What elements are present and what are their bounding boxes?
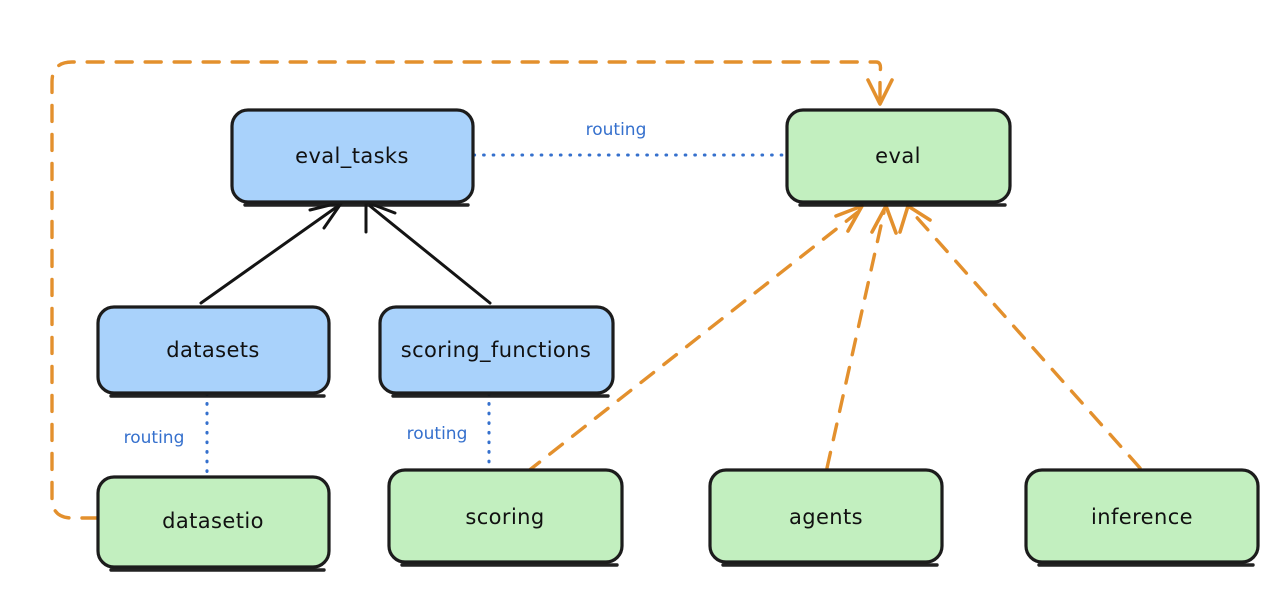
node-eval-box[interactable] — [785, 108, 1012, 204]
node-scoring-label: scoring — [465, 505, 544, 529]
node-eval-tasks[interactable]: eval_tasks — [230, 108, 475, 207]
edge-scoring-to-eval — [525, 210, 860, 474]
arrowhead-agents-to-eval — [870, 204, 898, 235]
node-scoring-functions-label: scoring_functions — [401, 338, 591, 363]
node-agents-label: agents — [789, 505, 863, 529]
node-agents-box[interactable] — [708, 468, 944, 564]
node-eval-tasks-label: eval_tasks — [295, 144, 409, 169]
edge-agents-to-eval — [825, 210, 886, 470]
edge-scoring-functions-to-eval-tasks — [368, 204, 492, 305]
edge-label-group: routing routing routing — [124, 120, 647, 448]
node-datasets-label: datasets — [166, 338, 260, 362]
dependency-edge-group — [199, 200, 492, 305]
edge-datasets-to-eval-tasks — [199, 204, 340, 305]
node-inference[interactable]: inference — [1024, 468, 1260, 567]
node-scoring-box[interactable] — [387, 468, 624, 564]
node-scoring-functions-box[interactable] — [378, 305, 615, 395]
routing-edge-group — [205, 153, 788, 480]
node-datasetio-label: datasetio — [162, 509, 264, 533]
routing-label-scoring-functions-scoring: routing — [407, 424, 468, 444]
node-scoring-functions[interactable]: scoring_functions — [378, 305, 615, 398]
node-eval-tasks-box[interactable] — [230, 108, 475, 204]
routing-label-eval-tasks-eval: routing — [586, 120, 647, 140]
node-group: eval_tasks eval datasets scoring_functio… — [96, 108, 1260, 572]
node-eval-label: eval — [875, 144, 921, 168]
routing-label-datasets-datasetio: routing — [124, 428, 185, 448]
node-agents[interactable]: agents — [708, 468, 944, 567]
node-inference-label: inference — [1091, 505, 1193, 529]
edge-inference-to-eval — [910, 210, 1142, 470]
node-datasetio[interactable]: datasetio — [96, 475, 331, 572]
node-datasetio-box[interactable] — [96, 475, 331, 569]
node-datasets[interactable]: datasets — [96, 305, 331, 398]
node-scoring[interactable]: scoring — [387, 468, 624, 567]
edge-datasetio-to-eval — [50, 60, 883, 520]
arrowhead-datasetio-to-eval — [866, 78, 894, 106]
node-inference-box[interactable] — [1024, 468, 1260, 564]
node-eval[interactable]: eval — [785, 108, 1012, 207]
node-datasets-box[interactable] — [96, 305, 331, 395]
